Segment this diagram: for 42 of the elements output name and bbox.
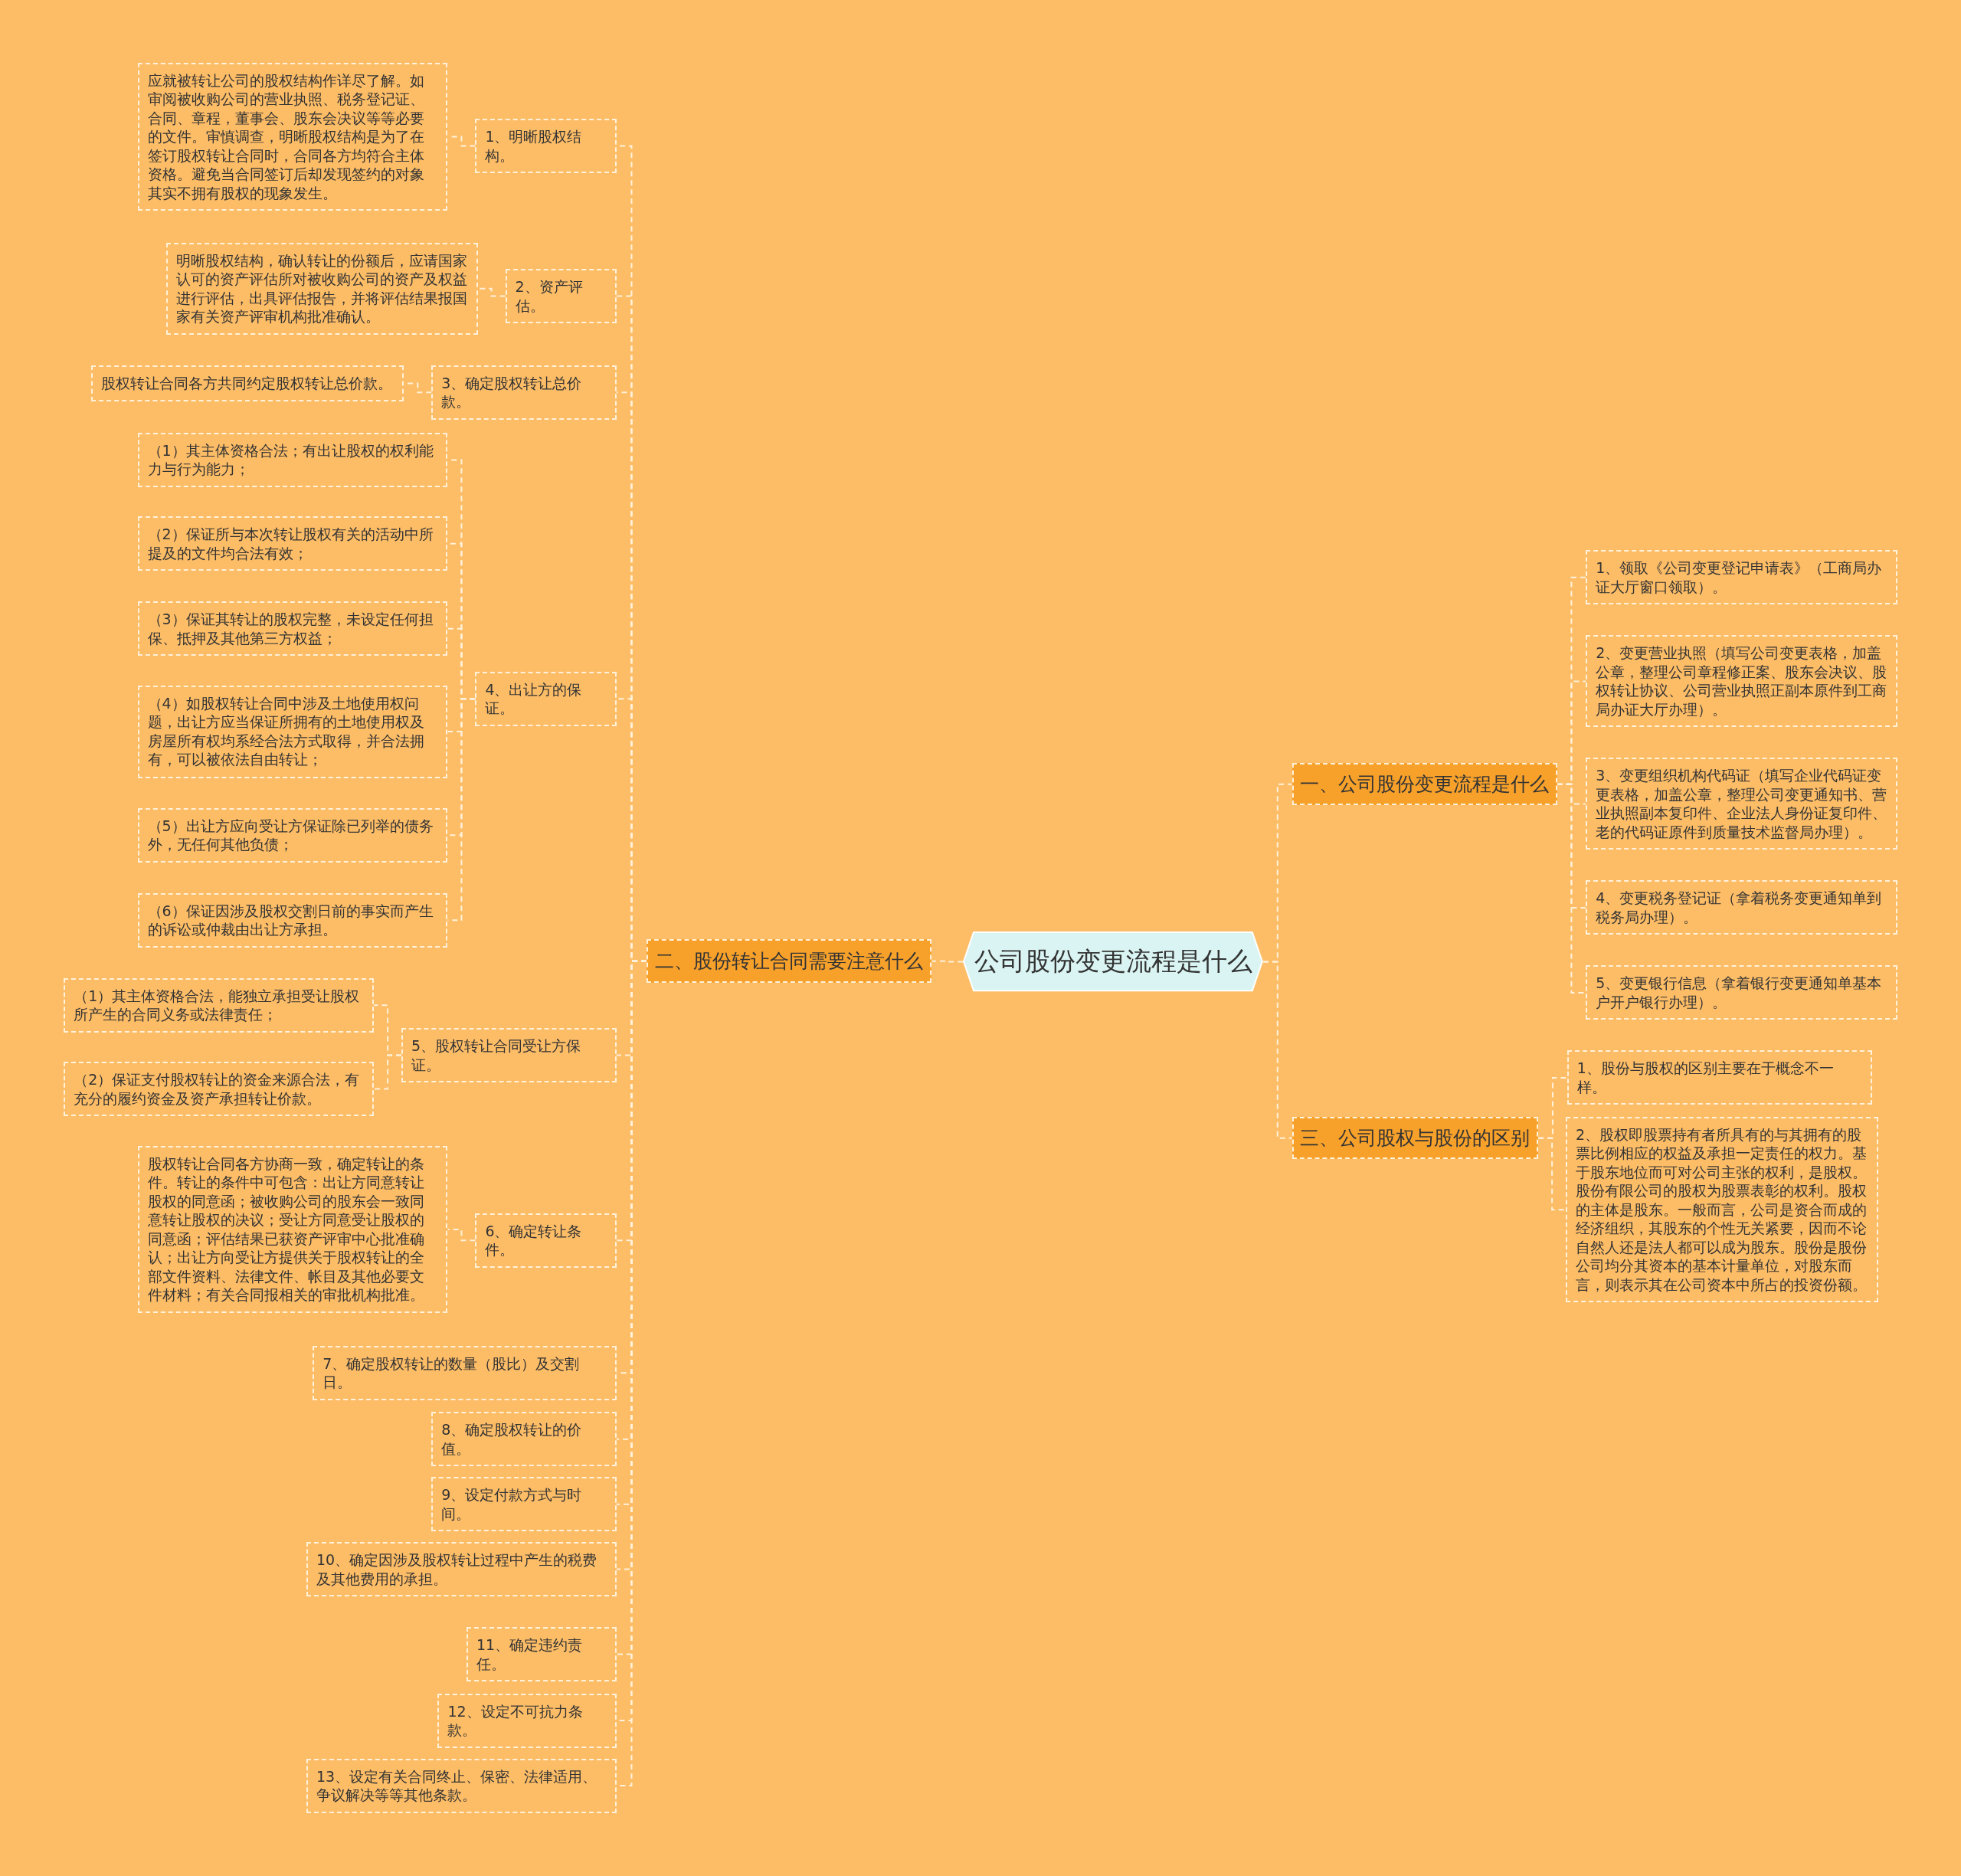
connector-line	[373, 1054, 403, 1090]
subtopic-box: 3、变更组织机构代码证（填写企业代码证变更表格，加盖公章，整理公司变更通知书、营业执照副本复印件、企业法人身份证复印件、老的代码证原件到质量技术监督局办理）。	[1586, 758, 1897, 850]
branch-topic: 二、股份转让合同需要注意什么	[647, 939, 932, 984]
subtopic-box: 9、设定付款方式与时间。	[431, 1477, 617, 1532]
subtopic-box: 8、确定股权转让的价值。	[431, 1412, 617, 1467]
subtopic-box: 1、股份与股权的区别主要在于概念不一样。	[1567, 1050, 1873, 1105]
connector-line	[447, 1228, 476, 1242]
connector-line	[447, 136, 476, 147]
connector-line	[1262, 961, 1293, 1139]
subtopic-box: （4）如股权转让合同中涉及土地使用权问题，出让方应当保证所拥有的土地使用权及房屋所有权均系经合法方式取得，并合法拥有，可以被依法自由转让；	[137, 685, 448, 778]
subtopic-box: 应就被转让公司的股权结构作详尽了解。如审阅被收购公司的营业执照、税务登记证、合同、章程，董事会、股东会决议等等必要的文件。审慎调查，明晰股权结构是为了在签订股权转让合同时，合同各方均符合主体资格。避免当合同签订后却发现签约的对象其实不拥有股权的现象发生。	[137, 62, 448, 211]
subtopic-box: 1、领取《公司变更登记申请表》（工商局办证大厅窗口领取）。	[1586, 550, 1897, 605]
subtopic-box: （3）保证其转让的股权完整，未设定任何担保、抵押及其他第三方权益；	[137, 601, 448, 656]
subtopic-box: 5、股权转让合同受让方保证。	[401, 1028, 617, 1083]
subtopic-box: 3、确定股权转让总价款。	[431, 365, 617, 420]
subtopic-box: 10、确定因涉及股权转让过程中产生的税费及其他费用的承担。	[306, 1542, 617, 1597]
connector-line	[447, 698, 476, 922]
subtopic-box: 7、确定股权转让的数量（股比）及交割日。	[313, 1345, 617, 1400]
subtopic-box: 12、设定不可抗力条款。	[437, 1693, 617, 1748]
subtopic-box: 明晰股权结构，确认转让的份额后，应请国家认可的资产评估所对被收购公司的资产及权益进行评估，出具评估报告，并将评估结果报国家有关资产评审机构批准确认。	[166, 242, 478, 335]
subtopic-box: 11、确定违约责任。	[466, 1627, 617, 1682]
subtopic-box: （2）保证支付股权转让的资金来源合法，有充分的履约资金及资产承担转让价款。	[64, 1062, 375, 1117]
subtopic-box: 2、股权即股票持有者所具有的与其拥有的股票比例相应的权益及承担一定责任的权力。基于股东地位而可对公司主张的权利，是股权。股份有限公司的股权为股票表彰的权利。股权的主体是股东。一般而言，公司是资合而成的经济组织，其股东的个性无关紧要，因而不论自然人还是法人都可以成为股东。股份是股份公司均分其资本的基本计量单位，对股东而言，则表示其在公司资本中所占的投资份额。	[1566, 1116, 1879, 1303]
subtopic-box: 2、变更营业执照（填写公司变更表格，加盖公章，整理公司章程修正案、股东会决议、股权转让协议、公司营业执照正副本原件到工商局办证大厅办理）。	[1586, 635, 1897, 728]
subtopic-box: 2、资产评估。	[505, 269, 617, 323]
subtopic-box: （5）出让方应向受让方保证除已列举的债务外，无任何其他负债；	[137, 807, 448, 863]
subtopic-box: 4、变更税务登记证（拿着税务变更通知单到税务局办理）。	[1586, 880, 1897, 935]
subtopic-box: 5、变更银行信息（拿着银行变更通知单基本户开户银行办理）。	[1586, 965, 1897, 1020]
subtopic-box: （2）保证所与本次转让股权有关的活动中所提及的文件均合法有效；	[137, 516, 448, 571]
subtopic-box: 13、设定有关合同终止、保密、法律适用、争议解决等等其他条款。	[306, 1758, 617, 1813]
subtopic-box: （6）保证因涉及股权交割日前的事实而产生的诉讼或仲裁由出让方承担。	[137, 892, 448, 948]
subtopic-box: 股权转让合同各方协商一致，确定转让的条件。转让的条件中可包含：出让方同意转让股权的同意函；被收购公司的股东会一致同意转让股权的决议；受让方同意受让股权的同意函；评估结果已获资产评审中心批准确认；出让方向受让方提供关于股权转让的全部文件资料、法律文件、帐目及其他必要文件材料；有关合同报相关的审批机构批准。	[137, 1145, 448, 1314]
subtopic-box: （1）其主体资格合法，能独立承担受让股权所产生的合同义务或法律责任；	[64, 977, 375, 1033]
connector-line	[931, 960, 964, 963]
central-topic: 公司股份变更流程是什么	[963, 931, 1263, 992]
subtopic-box: 股权转让合同各方共同约定股权转让总价款。	[91, 365, 404, 402]
branch-topic: 一、公司股份变更流程是什么	[1292, 762, 1557, 806]
subtopic-box: 1、明晰股权结构。	[475, 119, 617, 174]
subtopic-box: （1）其主体资格合法；有出让股权的权利能力与行为能力；	[137, 432, 448, 487]
subtopic-box: 6、确定转让条件。	[475, 1213, 617, 1268]
branch-topic: 三、公司股权与股份的区别	[1292, 1116, 1539, 1160]
subtopic-box: 4、出让方的保证。	[475, 671, 617, 726]
